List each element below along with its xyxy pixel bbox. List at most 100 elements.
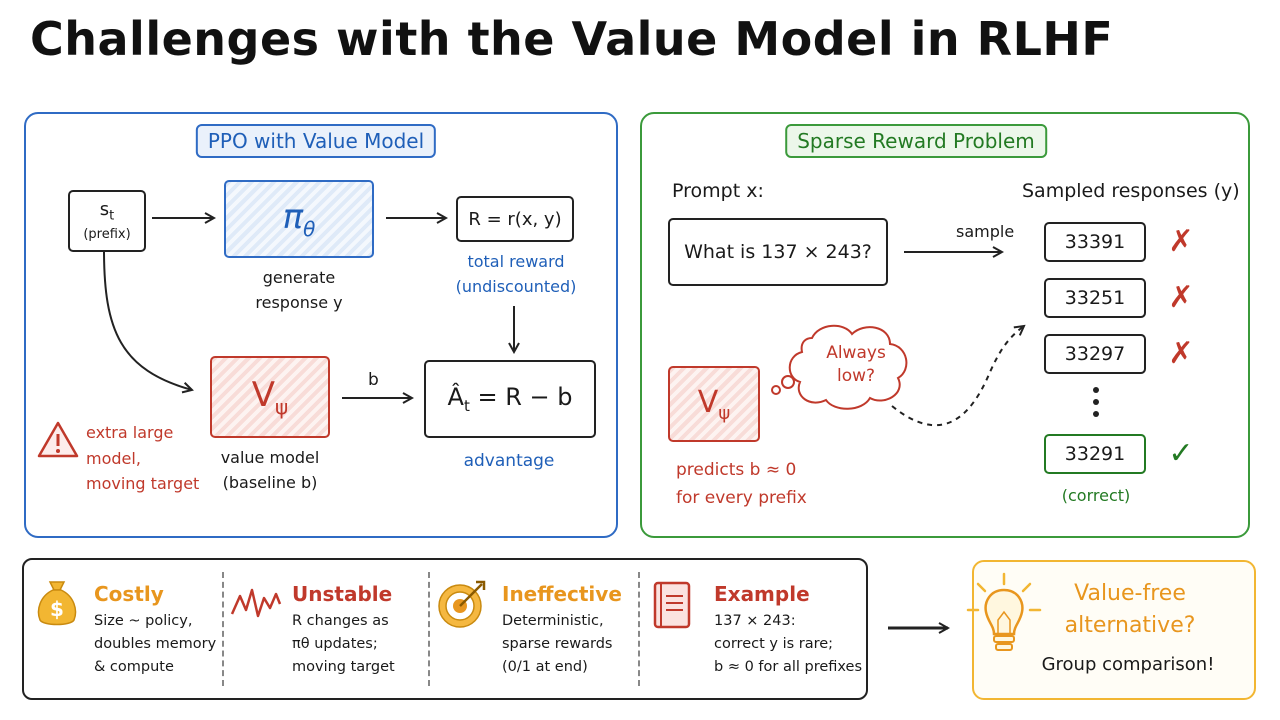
- dashed-curve-arrow: [891, 326, 1024, 427]
- correct-response-box: 33291: [1044, 434, 1146, 474]
- advantage-formula-rest: = R − b: [469, 383, 573, 412]
- issue-line: R changes as: [292, 613, 389, 629]
- ppo-panel-heading: PPO with Value Model: [195, 124, 437, 158]
- alternative-subtitle: Group comparison!: [1041, 654, 1215, 675]
- thought-bubble: [771, 324, 908, 410]
- thought-line-1: Always: [826, 343, 886, 363]
- svg-text:$: $: [50, 597, 64, 621]
- issue-line: moving target: [292, 658, 395, 675]
- value-subscript-right: ψ: [718, 402, 731, 424]
- money-bag-icon: $: [37, 581, 77, 626]
- vertical-ellipsis-icon: [1093, 387, 1099, 417]
- policy-caption-line-2: response y: [255, 292, 343, 312]
- warning-icon: [37, 421, 79, 458]
- issue-description: Deterministic, sparse rewards (0/1 at en…: [502, 610, 612, 679]
- warning-line-2: model,: [86, 448, 141, 468]
- reward-caption: total reward (undiscounted): [456, 250, 577, 300]
- book-icon: [653, 581, 691, 629]
- wrong-cross-icon: ✗: [1168, 224, 1194, 259]
- prompt-label: Prompt x:: [672, 180, 764, 202]
- sparse-reward-panel: [640, 112, 1250, 538]
- thought-text: Always low?: [826, 342, 886, 388]
- alternative-title: Value-free alternative?: [1065, 578, 1196, 642]
- reward-formula: R = r(x, y): [468, 208, 562, 230]
- value-caption-line-2: (baseline b): [222, 472, 318, 492]
- issue-line: correct y is rare;: [714, 635, 834, 652]
- state-subscript: t: [109, 208, 115, 224]
- alternative-title-line-1: Value-free: [1074, 581, 1186, 606]
- issue-title: Costly: [94, 582, 164, 606]
- page-title: Challenges with the Value Model in RLHF: [30, 12, 1114, 66]
- issue-line: (0/1 at end): [502, 658, 588, 675]
- ppo-panel: [24, 112, 618, 538]
- thought-line-2: low?: [836, 365, 876, 386]
- value-right-caption-line-1: predicts b ≈ 0: [676, 460, 797, 480]
- warning-text: extra large model, moving target: [86, 420, 199, 497]
- wrong-cross-icon: ✗: [1168, 280, 1194, 315]
- value-model-box-right: Vψ: [668, 366, 760, 442]
- reward-caption-line-2: (undiscounted): [455, 276, 577, 296]
- correct-caption: (correct): [1061, 486, 1131, 505]
- sparse-reward-heading: Sparse Reward Problem: [785, 124, 1047, 158]
- policy-caption: generate response y: [255, 266, 342, 316]
- issue-title: Unstable: [292, 582, 393, 606]
- advantage-box: Ât = R − b: [424, 360, 596, 438]
- issue-description: 137 × 243: correct y is rare; b ≈ 0 for …: [714, 610, 862, 679]
- value-model-box: Vψ: [210, 356, 330, 438]
- policy-caption-line-1: generate: [262, 268, 336, 287]
- reward-caption-line-1: total reward: [467, 252, 565, 271]
- advantage-caption: advantage: [463, 451, 555, 471]
- prompt-text: What is 137 × 243?: [684, 241, 872, 263]
- issue-line: 137 × 243:: [714, 613, 796, 629]
- response-box: 33391: [1044, 222, 1146, 262]
- divider: [638, 572, 640, 686]
- policy-symbol: π: [282, 197, 304, 238]
- issue-line: Deterministic,: [502, 613, 604, 629]
- issue-line: & compute: [94, 658, 174, 675]
- value-right-caption-line-2: for every prefix: [676, 488, 807, 509]
- issue-line: b ≈ 0 for all prefixes: [714, 658, 863, 675]
- issues-box: [22, 558, 868, 700]
- warning-line-1: extra large: [86, 423, 174, 442]
- lightbulb-icon: [966, 572, 1042, 651]
- value-caption: value model (baseline b): [221, 446, 320, 496]
- reward-box: R = r(x, y): [456, 196, 574, 242]
- warning-line-3: moving target: [86, 474, 200, 494]
- issue-description: Size ~ policy, doubles memory & compute: [94, 610, 216, 679]
- state-note: (prefix): [83, 226, 131, 242]
- divider: [222, 572, 224, 686]
- policy-box: πθ: [224, 180, 374, 258]
- state-box: st (prefix): [68, 190, 146, 252]
- value-symbol-right: V: [697, 384, 719, 420]
- responses-label: Sampled responses (y): [1022, 180, 1240, 202]
- issue-line: doubles memory: [94, 635, 217, 652]
- value-right-caption: predicts b ≈ 0 for every prefix: [676, 456, 807, 512]
- issue-title: Ineffective: [502, 582, 622, 606]
- divider: [428, 572, 430, 686]
- policy-subscript: θ: [303, 216, 316, 241]
- wrong-cross-icon: ✗: [1168, 336, 1194, 371]
- value-subscript: ψ: [275, 394, 289, 419]
- baseline-arrow-label: b: [368, 370, 379, 390]
- check-mark-icon: ✓: [1168, 436, 1194, 471]
- value-symbol: V: [251, 375, 276, 416]
- issue-line: πθ updates;: [292, 635, 378, 652]
- value-caption-line-1: value model: [220, 448, 320, 467]
- response-box: 33251: [1044, 278, 1146, 318]
- issue-title: Example: [714, 582, 810, 606]
- issue-line: Size ~ policy,: [94, 613, 193, 629]
- target-icon: [438, 580, 486, 628]
- advantage-subscript: t: [463, 396, 470, 415]
- sample-label: sample: [956, 222, 1015, 241]
- response-box: 33297: [1044, 334, 1146, 374]
- zigzag-graph-icon: [230, 588, 282, 618]
- alternative-box: [972, 560, 1256, 700]
- arrow-state-to-value: [103, 249, 192, 390]
- alternative-title-line-2: alternative?: [1064, 612, 1196, 638]
- issue-line: sparse rewards: [502, 635, 613, 652]
- advantage-symbol: Â: [447, 383, 464, 412]
- prompt-box: What is 137 × 243?: [668, 218, 888, 286]
- issue-description: R changes as πθ updates; moving target: [292, 610, 395, 679]
- state-symbol: s: [99, 199, 110, 221]
